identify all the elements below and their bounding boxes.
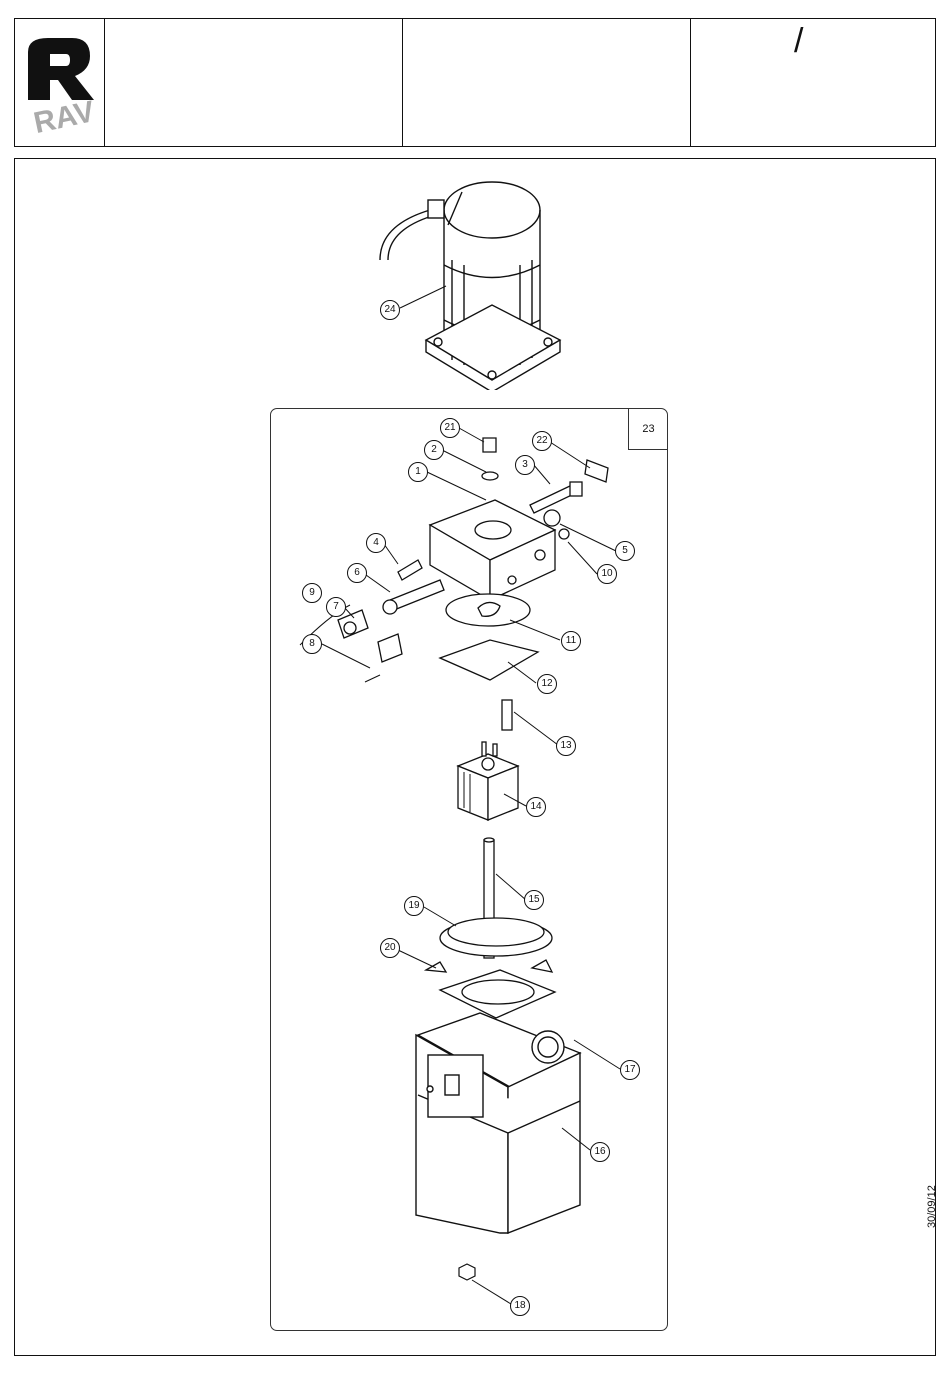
- callout-4: 4: [366, 533, 386, 553]
- callout-20: 20: [380, 938, 400, 958]
- callout-2: 2: [424, 440, 444, 460]
- callout-7: 7: [326, 597, 346, 617]
- svg-text:RAV: RAV: [31, 95, 98, 135]
- header-middle-cell: [410, 26, 680, 46]
- callout-18: 18: [510, 1296, 530, 1316]
- callout-15: 15: [524, 890, 544, 910]
- manifold-drawing: [290, 430, 620, 760]
- callout-12: 12: [537, 674, 557, 694]
- rav-logo-icon: RAV: [20, 30, 100, 135]
- panel-tab: 23: [628, 408, 668, 450]
- header-title-cell: [112, 26, 392, 46]
- callout-6: 6: [347, 563, 367, 583]
- callout-19: 19: [404, 896, 424, 916]
- header-divider: [104, 18, 105, 147]
- pump-drawing: [448, 738, 528, 828]
- header-divider: [690, 18, 691, 147]
- callout-17: 17: [620, 1060, 640, 1080]
- callout-21: 21: [440, 418, 460, 438]
- callout-8: 8: [302, 634, 322, 654]
- callout-9: 9: [302, 583, 322, 603]
- callout-5: 5: [615, 541, 635, 561]
- header-divider: [402, 18, 403, 147]
- tank-drawing: [400, 1005, 600, 1235]
- callout-24: 24: [380, 300, 400, 320]
- callout-10: 10: [597, 564, 617, 584]
- callout-22: 22: [532, 431, 552, 451]
- callout-3: 3: [515, 455, 535, 475]
- callout-11: 11: [561, 631, 581, 651]
- callout-1: 1: [408, 462, 428, 482]
- revision-date: 30/09/12: [926, 1185, 938, 1228]
- callout-16: 16: [590, 1142, 610, 1162]
- drain-plug-drawing: [455, 1262, 479, 1282]
- motor-drawing: [370, 170, 570, 390]
- callout-14: 14: [526, 797, 546, 817]
- callout-13: 13: [556, 736, 576, 756]
- header-slash-mark: /: [794, 22, 803, 61]
